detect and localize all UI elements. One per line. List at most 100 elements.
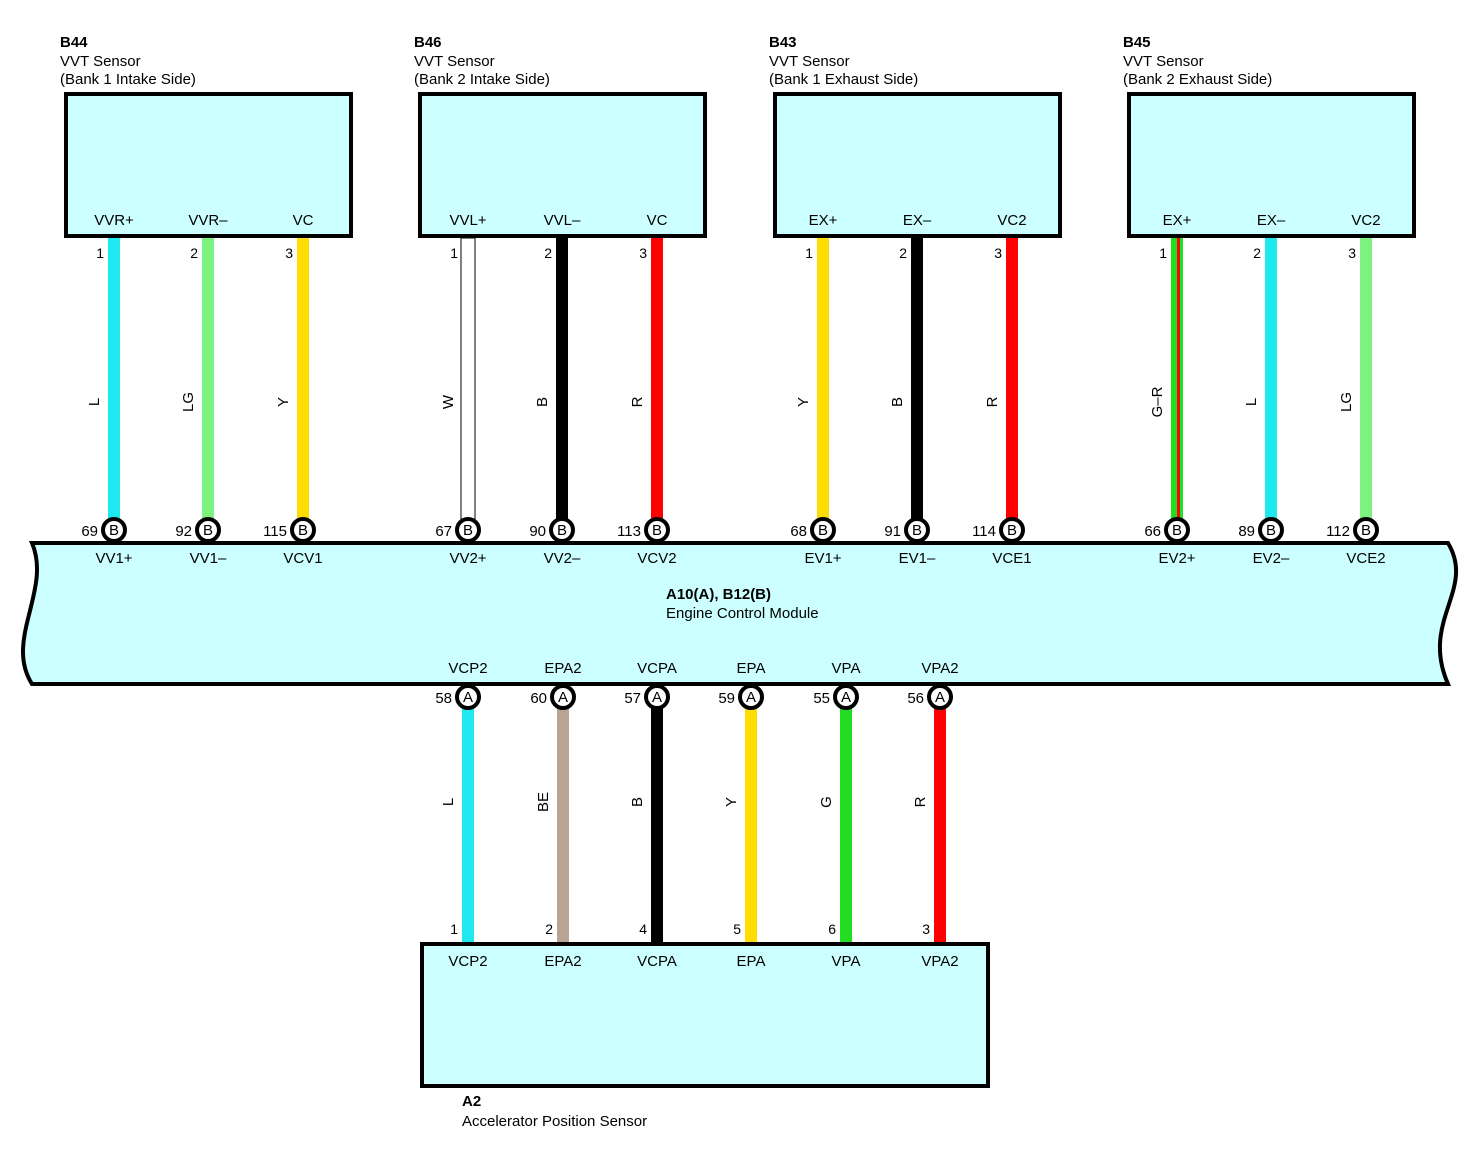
wire-g[interactable] xyxy=(840,708,852,942)
sensor-code: B44 xyxy=(60,34,88,51)
bottom-sensor-code: A2 xyxy=(462,1093,481,1110)
sensor-code: B45 xyxy=(1123,34,1151,51)
sensor-cavity-number: 3 xyxy=(994,245,1002,261)
sensor-box[interactable] xyxy=(1127,92,1416,238)
ecm-terminal-name: EPA xyxy=(737,660,766,677)
wire-w[interactable] xyxy=(460,237,476,520)
sensor-cavity-number: 4 xyxy=(639,921,647,937)
wire-b[interactable] xyxy=(911,238,923,519)
wire-color-label: LG xyxy=(180,392,197,412)
ecm-terminal-name: EV2+ xyxy=(1158,550,1195,567)
sensor-terminal-name: VVR+ xyxy=(94,212,134,229)
ecm-terminal-name: EV1+ xyxy=(804,550,841,567)
ecm-terminal[interactable] xyxy=(644,517,670,543)
sensor-terminal-name: EX+ xyxy=(809,212,838,229)
ecm-terminal[interactable] xyxy=(455,684,481,710)
sensor-box[interactable] xyxy=(64,92,353,238)
ecm-pin-number: 59 xyxy=(718,690,735,707)
wire-y[interactable] xyxy=(745,708,757,942)
wire-color-label: L xyxy=(440,798,457,806)
ecm-terminal-letter: B xyxy=(1172,522,1182,539)
ecm-terminal[interactable] xyxy=(810,517,836,543)
wire-lg[interactable] xyxy=(1360,238,1372,519)
sensor-cavity-number: 3 xyxy=(639,245,647,261)
ecm-terminal-name: VV2– xyxy=(544,550,581,567)
wire-l[interactable] xyxy=(462,708,474,942)
ecm-terminal[interactable] xyxy=(1353,517,1379,543)
wire-be[interactable] xyxy=(557,708,569,942)
wire-color-label: G–R xyxy=(1149,386,1166,417)
ecm-pin-number: 89 xyxy=(1238,523,1255,540)
ecm-terminal[interactable] xyxy=(195,517,221,543)
wire-y[interactable] xyxy=(817,238,829,519)
wire-color-label: R xyxy=(629,396,646,407)
wire-b[interactable] xyxy=(651,708,663,942)
wire-l[interactable] xyxy=(1265,238,1277,519)
ecm-terminal[interactable] xyxy=(644,684,670,710)
ecm-pin-number: 56 xyxy=(907,690,924,707)
ecm-terminal[interactable] xyxy=(927,684,953,710)
ecm-terminal-letter: B xyxy=(912,522,922,539)
ecm-pin-number: 69 xyxy=(81,523,98,540)
sensor-terminal-name: VCP2 xyxy=(448,953,487,970)
ecm-terminal[interactable] xyxy=(101,517,127,543)
ecm-terminal-letter: B xyxy=(298,522,308,539)
sensor-cavity-number: 1 xyxy=(1159,245,1167,261)
wire-color-label: LG xyxy=(1338,392,1355,412)
wire-lg[interactable] xyxy=(202,238,214,519)
ecm-terminal[interactable] xyxy=(833,684,859,710)
ecm-terminal[interactable] xyxy=(290,517,316,543)
ecm-pin-number: 57 xyxy=(624,690,641,707)
ecm-terminal[interactable] xyxy=(550,684,576,710)
ecm-terminal[interactable] xyxy=(904,517,930,543)
ecm-terminal-letter: A xyxy=(935,689,945,706)
sensor-side: (Bank 1 Intake Side) xyxy=(60,71,196,88)
wire-color-label: L xyxy=(86,398,103,406)
wire-color-label: R xyxy=(912,796,929,807)
wire-color-label: B xyxy=(534,397,551,407)
sensor-cavity-number: 2 xyxy=(544,245,552,261)
ecm-terminal[interactable] xyxy=(738,684,764,710)
wire-color-label: W xyxy=(440,394,457,409)
sensor-side: (Bank 2 Intake Side) xyxy=(414,71,550,88)
ecm-terminal-letter: A xyxy=(652,689,662,706)
ecm-pin-number: 67 xyxy=(435,523,452,540)
sensor-cavity-number: 1 xyxy=(805,245,813,261)
accelerator-position-sensor-box[interactable] xyxy=(420,942,990,1088)
sensor-cavity-number: 2 xyxy=(1253,245,1261,261)
ecm-terminal[interactable] xyxy=(999,517,1025,543)
ecm-terminal-name: VV1+ xyxy=(95,550,132,567)
wire-r[interactable] xyxy=(1006,238,1018,519)
wire-y[interactable] xyxy=(297,238,309,519)
ecm-terminal[interactable] xyxy=(1258,517,1284,543)
wire-r[interactable] xyxy=(651,238,663,519)
ecm-terminal-name: VCPA xyxy=(637,660,677,677)
sensor-code: B43 xyxy=(769,34,797,51)
ecm-terminal-name: VV1– xyxy=(190,550,227,567)
wire-color-label: Y xyxy=(723,797,740,807)
ecm-terminal[interactable] xyxy=(549,517,575,543)
sensor-box[interactable] xyxy=(773,92,1062,238)
wire-b[interactable] xyxy=(556,238,568,519)
ecm-terminal-name: VPA xyxy=(832,660,861,677)
ecm-terminal-letter: A xyxy=(746,689,756,706)
wire-g-r-tracer xyxy=(1177,238,1180,519)
ecm-terminal-letter: B xyxy=(1007,522,1017,539)
wire-color-label: Y xyxy=(795,397,812,407)
ecm-body[interactable] xyxy=(21,541,1459,686)
ecm-terminal[interactable] xyxy=(1164,517,1190,543)
sensor-box[interactable] xyxy=(418,92,707,238)
wire-r[interactable] xyxy=(934,708,946,942)
ecm-terminal[interactable] xyxy=(455,517,481,543)
wire-l[interactable] xyxy=(108,238,120,519)
sensor-terminal-name: VPA xyxy=(832,953,861,970)
